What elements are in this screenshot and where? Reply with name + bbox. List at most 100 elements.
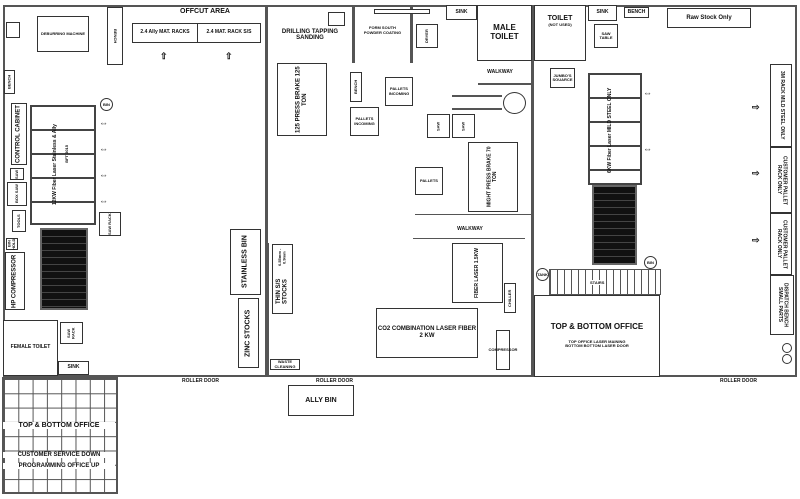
toilet-label: TOILET xyxy=(547,15,573,22)
arrow-right-icon: ⇨ xyxy=(752,102,760,112)
arrow-icon: ⇔ xyxy=(99,170,108,180)
arrow-icon: ⇔ xyxy=(99,118,108,128)
small-box: SAW RACK xyxy=(60,322,83,344)
office-title: TOP & BOTTOM OFFICE xyxy=(550,322,644,332)
arrow-icon: ⇔ xyxy=(99,144,108,154)
office-sub: TOP OFFICE LASER MAINING xyxy=(568,339,626,344)
arrow-icon: ⇔ xyxy=(99,196,108,206)
roller-door-label: ROLLER DOOR xyxy=(316,378,353,384)
arrow-up-icon: ⇧ xyxy=(225,51,233,61)
drill-box xyxy=(328,12,345,26)
tank-right: TANK xyxy=(536,268,549,281)
customer-pallet-rack: CUSTOMER PALLET RACK ONLY xyxy=(770,147,792,213)
toilet-sub: (NOT USED) xyxy=(548,21,572,27)
powder-coating-label: FORM SOUTH POWDER COATING xyxy=(363,25,402,35)
wall xyxy=(478,83,532,85)
fiber-laser-1-5kw: FIBER LASER 1.5KW xyxy=(452,243,503,303)
wall xyxy=(410,5,413,63)
office-annex xyxy=(2,377,118,494)
arrow-icon: ⇔ xyxy=(643,88,652,98)
toilet-right: TOILET(NOT USED) xyxy=(534,5,586,61)
wall xyxy=(413,238,525,239)
arrow-icon: ⇔ xyxy=(643,144,652,154)
bench-side: BENCH xyxy=(4,70,15,94)
small-box: PALLETS xyxy=(415,167,443,195)
roller-door-label: ROLLER DOOR xyxy=(182,378,219,384)
bin-right: BIN xyxy=(644,256,657,269)
rail xyxy=(452,95,502,97)
pallets-incoming: PALLETS INCOMING xyxy=(350,107,379,136)
thin-ss-label: THIN S/S STOCKS xyxy=(275,279,289,305)
conveyor xyxy=(592,185,637,265)
laser-6kw xyxy=(588,73,642,185)
wall xyxy=(265,5,268,377)
rack-mild-steel: 3M RACK MILD STEEL ONLY xyxy=(770,64,792,147)
machine-feed xyxy=(6,22,20,38)
arrow-right-icon: ⇨ xyxy=(752,235,760,245)
laser-12kw-label: 12KW Fiber Laser Stainless & Ally xyxy=(52,124,58,206)
laser-6kw-label: 6KW Fiber Laser MILD STEEL ONLY xyxy=(607,87,613,173)
pallets-incoming: PALLETS INCOMING xyxy=(385,77,413,106)
laser-12kw xyxy=(30,105,96,225)
sink-middle: SINK xyxy=(446,5,477,20)
rail xyxy=(452,108,502,110)
control-cabinet: CONTROL CABINET xyxy=(11,103,27,165)
annex-title: TOP & BOTTOM OFFICE xyxy=(3,422,115,429)
thin-ss-stocks: THIN S/S STOCKS 0.55mm - 0.9mm xyxy=(272,244,293,314)
customer-pallet-rack: CUSTOMER PALLET RACK ONLY xyxy=(770,213,792,275)
wall xyxy=(415,214,532,215)
laser-12kw-sub: BFT 3015 xyxy=(64,145,69,163)
circle-icon xyxy=(782,354,792,364)
stairs-grating xyxy=(549,269,661,295)
chiller: CHILLER xyxy=(504,283,516,313)
female-toilet: FEMALE TOILET xyxy=(3,320,58,376)
waste-cleaning: WASTE CLEANING xyxy=(270,359,300,370)
saw-rack-box: SAW RACK xyxy=(99,212,121,236)
deburring-machine: DEBURRING MACHINE xyxy=(37,16,89,52)
office-right: TOP & BOTTOM OFFICE TOP OFFICE LASER MAIN… xyxy=(534,295,660,377)
small-box: SAW xyxy=(10,168,24,180)
bench-top: BENCH xyxy=(107,7,123,65)
walkway-label: WALKWAY xyxy=(487,69,513,75)
bench-right: BENCH xyxy=(624,7,649,18)
stainless-bin: STAINLESS BIN xyxy=(230,229,261,295)
roller-door-label: ROLLER DOOR xyxy=(720,378,757,384)
annex-sub: CUSTOMER SERVICE DOWN xyxy=(3,452,115,458)
saw-table: SAW TABLE xyxy=(594,24,618,48)
wall xyxy=(266,243,269,376)
offcut-area-label: OFFCUT AREA xyxy=(180,8,230,15)
zinc-stocks: ZINC STOCKS xyxy=(238,298,259,368)
male-toilet: MALE TOILET xyxy=(477,5,532,61)
arrow-up-icon: ⇧ xyxy=(160,51,168,61)
office-sub: BOTTOM BOTTOM LASER DOOR xyxy=(565,343,629,349)
bin: BIN xyxy=(100,98,113,111)
tank xyxy=(503,92,526,114)
annex-sub: PROGRAMMING OFFICE UP xyxy=(3,463,115,469)
circle-icon xyxy=(782,343,792,353)
ally-bin: ALLY BIN xyxy=(288,385,354,416)
ally-mat-rack: 2.4 Ally MAT. RACKS xyxy=(132,23,198,43)
thin-ss-sub: 0.55mm - 0.9mm xyxy=(277,249,287,267)
drilling-area-label: DRILLING TAPPING SANDING xyxy=(281,29,339,41)
press-brake-125: 125 PRESS BRAKE 125 TON xyxy=(277,63,327,136)
small-box: BOX SAW xyxy=(7,182,27,206)
small-box: TOOLS xyxy=(12,210,26,232)
dispatch-bench: DISPATCH BENCH SMALL PARTS xyxy=(770,275,794,335)
ss-mat-rack: 2.4 MAT. RACK S/S xyxy=(197,23,261,43)
raw-stock-only: Raw Stock Only xyxy=(667,8,751,28)
arrow-right-icon: ⇨ xyxy=(752,168,760,178)
sink-right: SINK xyxy=(588,5,617,21)
small-box: SAW xyxy=(452,114,475,138)
stairs-label: STAIRS xyxy=(590,280,605,285)
powder-booth: DRYER xyxy=(416,24,438,48)
conveyor xyxy=(40,228,88,310)
wall xyxy=(352,5,355,63)
bench-middle: BENCH xyxy=(350,72,362,102)
jumbo-source: JUMBO'S SOUARCE xyxy=(550,68,575,88)
compressor-box: COMPRESSOR xyxy=(489,330,517,370)
small-box: SAW xyxy=(427,114,450,138)
hp-compressor: HP COMPRESSOR xyxy=(5,252,25,310)
co2-combination-laser: CO2 COMBINATION LASER FIBER 2 KW xyxy=(376,308,478,358)
small-box: BIN HOLD xyxy=(6,238,18,250)
duct xyxy=(374,9,430,14)
